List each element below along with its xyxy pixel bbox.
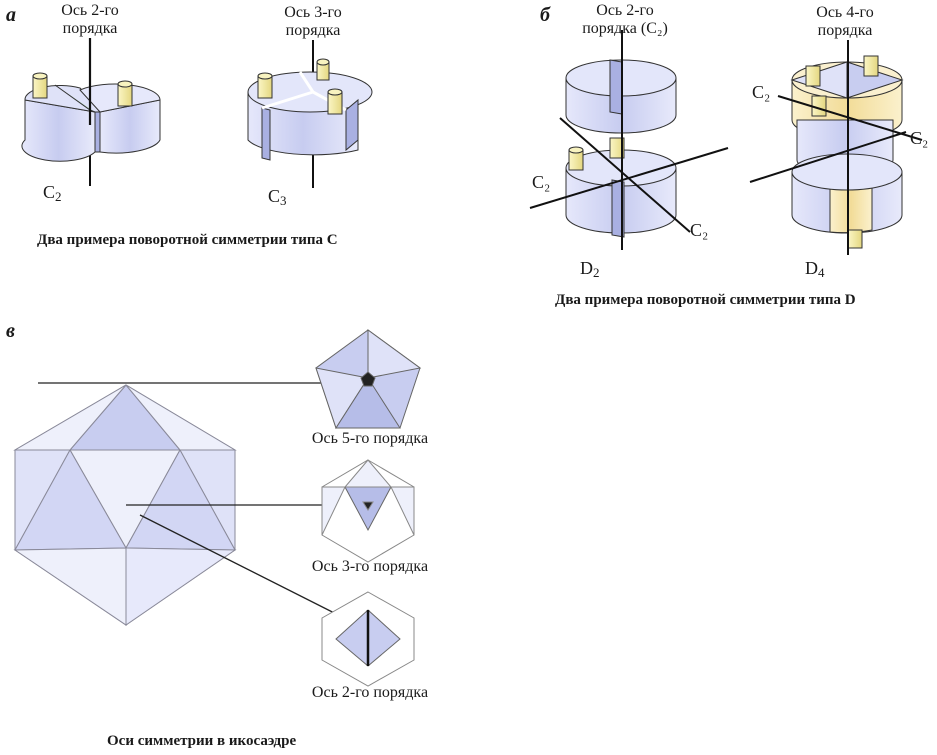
c2-label-left: C₂ [532, 172, 551, 192]
panel-a-caption: Два примера поворотной симметрии типа С [37, 232, 338, 248]
c2-object [21, 38, 161, 186]
panel-b-caption: Два примера поворотной симметрии типа D [555, 292, 856, 308]
axis2-label: Ось 2-го порядка [311, 684, 429, 701]
d2-axis-label: Ось 2-го порядка (C₂) [582, 2, 668, 37]
c2-label-d4-right: C₂ [910, 128, 929, 148]
d2-symbol: D2 [580, 258, 600, 280]
axis3-label: Ось 3-го порядка [311, 558, 429, 575]
d4-object [749, 40, 923, 255]
c3-symbol: C3 [268, 186, 287, 208]
c2-label-d4-left: C₂ [752, 82, 771, 102]
icosahedron [13, 384, 237, 626]
panel-c-letter: в [6, 320, 15, 342]
c2-axis-label: Ось 2-го порядка [61, 2, 119, 37]
c2-label-right: C₂ [690, 220, 709, 240]
d4-axis-label: Ось 4-го порядка [816, 4, 874, 39]
c3-axis-label: Ось 3-го порядка [284, 4, 342, 39]
axis5-label: Ось 5-го порядка [311, 430, 429, 447]
panel-c-caption: Оси симметрии в икосаэдре [107, 733, 297, 749]
d2-object [529, 30, 729, 250]
c3-object [247, 40, 373, 188]
c2-symbol: C2 [43, 182, 62, 204]
threefold-view [321, 459, 415, 563]
twofold-view [321, 591, 415, 687]
panel-a-letter: а [6, 4, 16, 26]
fivefold-view [315, 329, 422, 430]
d4-symbol: D4 [805, 258, 825, 280]
panel-b-letter: б [540, 4, 550, 26]
